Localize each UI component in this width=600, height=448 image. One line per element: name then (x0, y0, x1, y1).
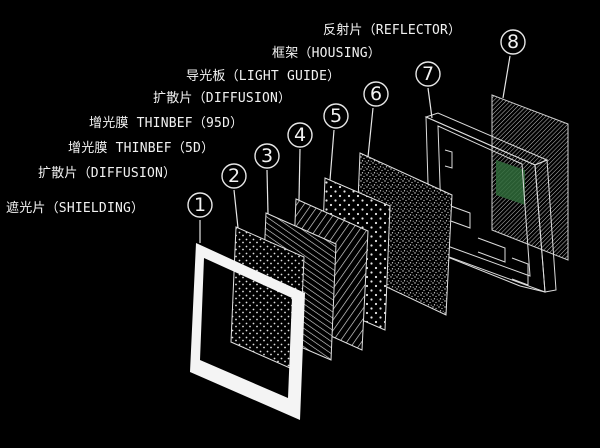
badge-2: 2 (228, 165, 240, 187)
reflector-sheet (491, 94, 569, 261)
label-reflector: 反射片（REFLECTOR） (323, 22, 461, 38)
leader-lines (199, 55, 511, 243)
label-film-95d: 增光膜 THINBEF（95D） (89, 116, 243, 131)
badge-8: 8 (507, 31, 519, 53)
label-film-5d: 增光膜 THINBEF（5D） (68, 141, 214, 156)
badge-7: 7 (422, 63, 434, 85)
badge-5: 5 (330, 105, 342, 127)
badge-4: 4 (294, 124, 306, 146)
label-housing: 框架（HOUSING） (272, 46, 381, 61)
number-badges: 1 2 3 4 5 6 7 8 (187, 29, 526, 218)
shielding-frame (190, 243, 305, 420)
badge-3: 3 (261, 145, 273, 167)
badge-1: 1 (194, 194, 206, 216)
label-diffusion-lower: 扩散片（DIFFUSION） (38, 166, 176, 181)
label-light-guide: 导光板（LIGHT GUIDE） (186, 69, 340, 84)
label-shielding: 遮光片（SHIELDING） (6, 200, 144, 216)
badge-6: 6 (370, 83, 382, 105)
label-diffusion-upper: 扩散片（DIFFUSION） (153, 91, 291, 106)
layer-labels: 遮光片（SHIELDING） 扩散片（DIFFUSION） 增光膜 THINBE… (6, 22, 461, 216)
